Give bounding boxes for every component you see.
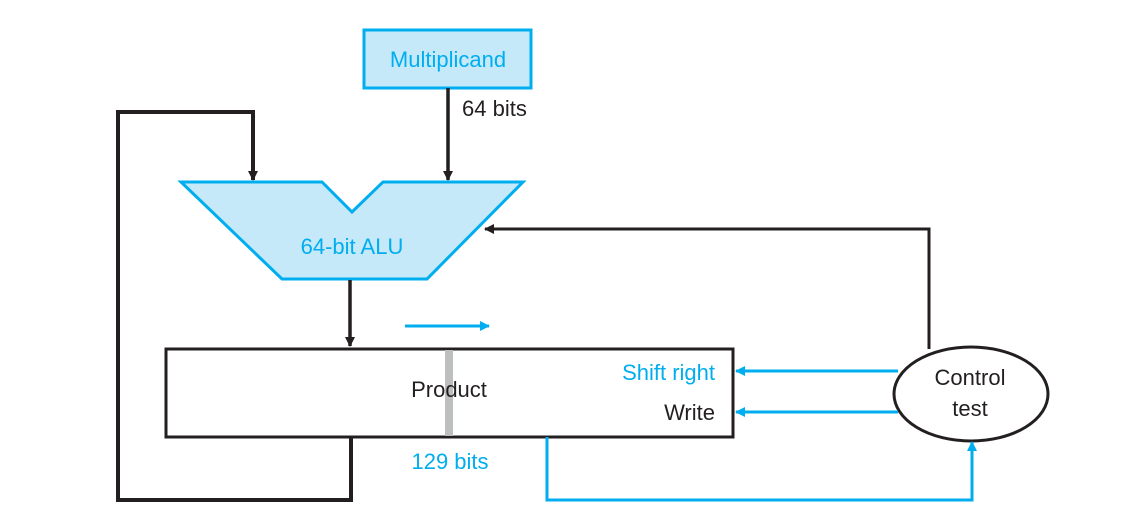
product-register: Product Shift right Write [164, 347, 735, 439]
product-split-divider [445, 350, 453, 436]
multiplicand-width-label: 64 bits [462, 96, 527, 121]
control-label-line2: test [952, 396, 987, 421]
multiplicand-label: Multiplicand [390, 47, 506, 72]
alu: 64-bit ALU [177, 180, 527, 281]
write-label: Write [664, 400, 715, 425]
control-to-alu-arrow [484, 224, 931, 349]
product-to-alu-loop [116, 110, 353, 502]
product-label: Product [411, 377, 487, 402]
product-width-label: 129 bits [411, 449, 488, 474]
alu-label: 64-bit ALU [301, 234, 404, 259]
control-test: Control test [892, 345, 1050, 443]
control-label-line1: Control [935, 365, 1006, 390]
product-to-control-arrow [545, 437, 977, 502]
multiplicand-register: Multiplicand [362, 28, 533, 90]
shift-right-label: Shift right [622, 360, 715, 385]
